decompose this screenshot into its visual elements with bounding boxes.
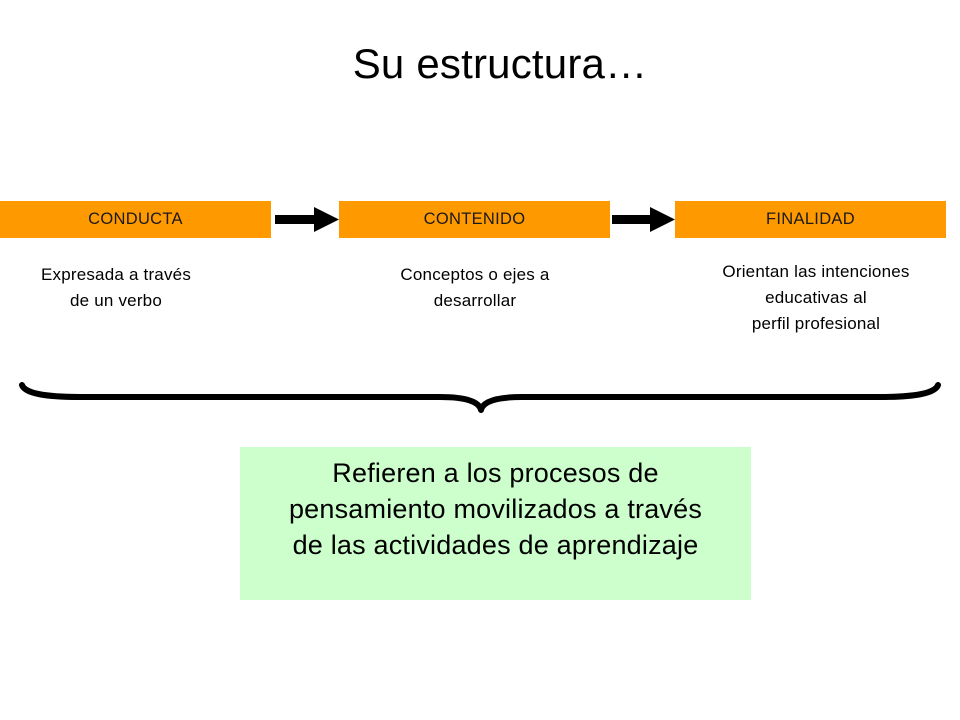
finalidad-description: Orientan las intenciones educativas al p… bbox=[722, 262, 910, 333]
slide-title: Su estructura… bbox=[352, 40, 648, 87]
summary-box: Refieren a los procesos de pensamiento m… bbox=[240, 447, 751, 600]
finalidad-box: FINALIDAD bbox=[675, 201, 946, 238]
arrow-conducta-to-contenido bbox=[275, 207, 339, 232]
contenido-box: CONTENIDO bbox=[339, 201, 610, 238]
grouping-brace bbox=[19, 382, 941, 413]
contenido-description: Conceptos o ejes a desarrollar bbox=[400, 265, 550, 310]
arrow-contenido-to-finalidad bbox=[612, 207, 675, 232]
conducta-description: Expresada a través de un verbo bbox=[40, 265, 192, 310]
conducta-box: CONDUCTA bbox=[0, 201, 271, 238]
